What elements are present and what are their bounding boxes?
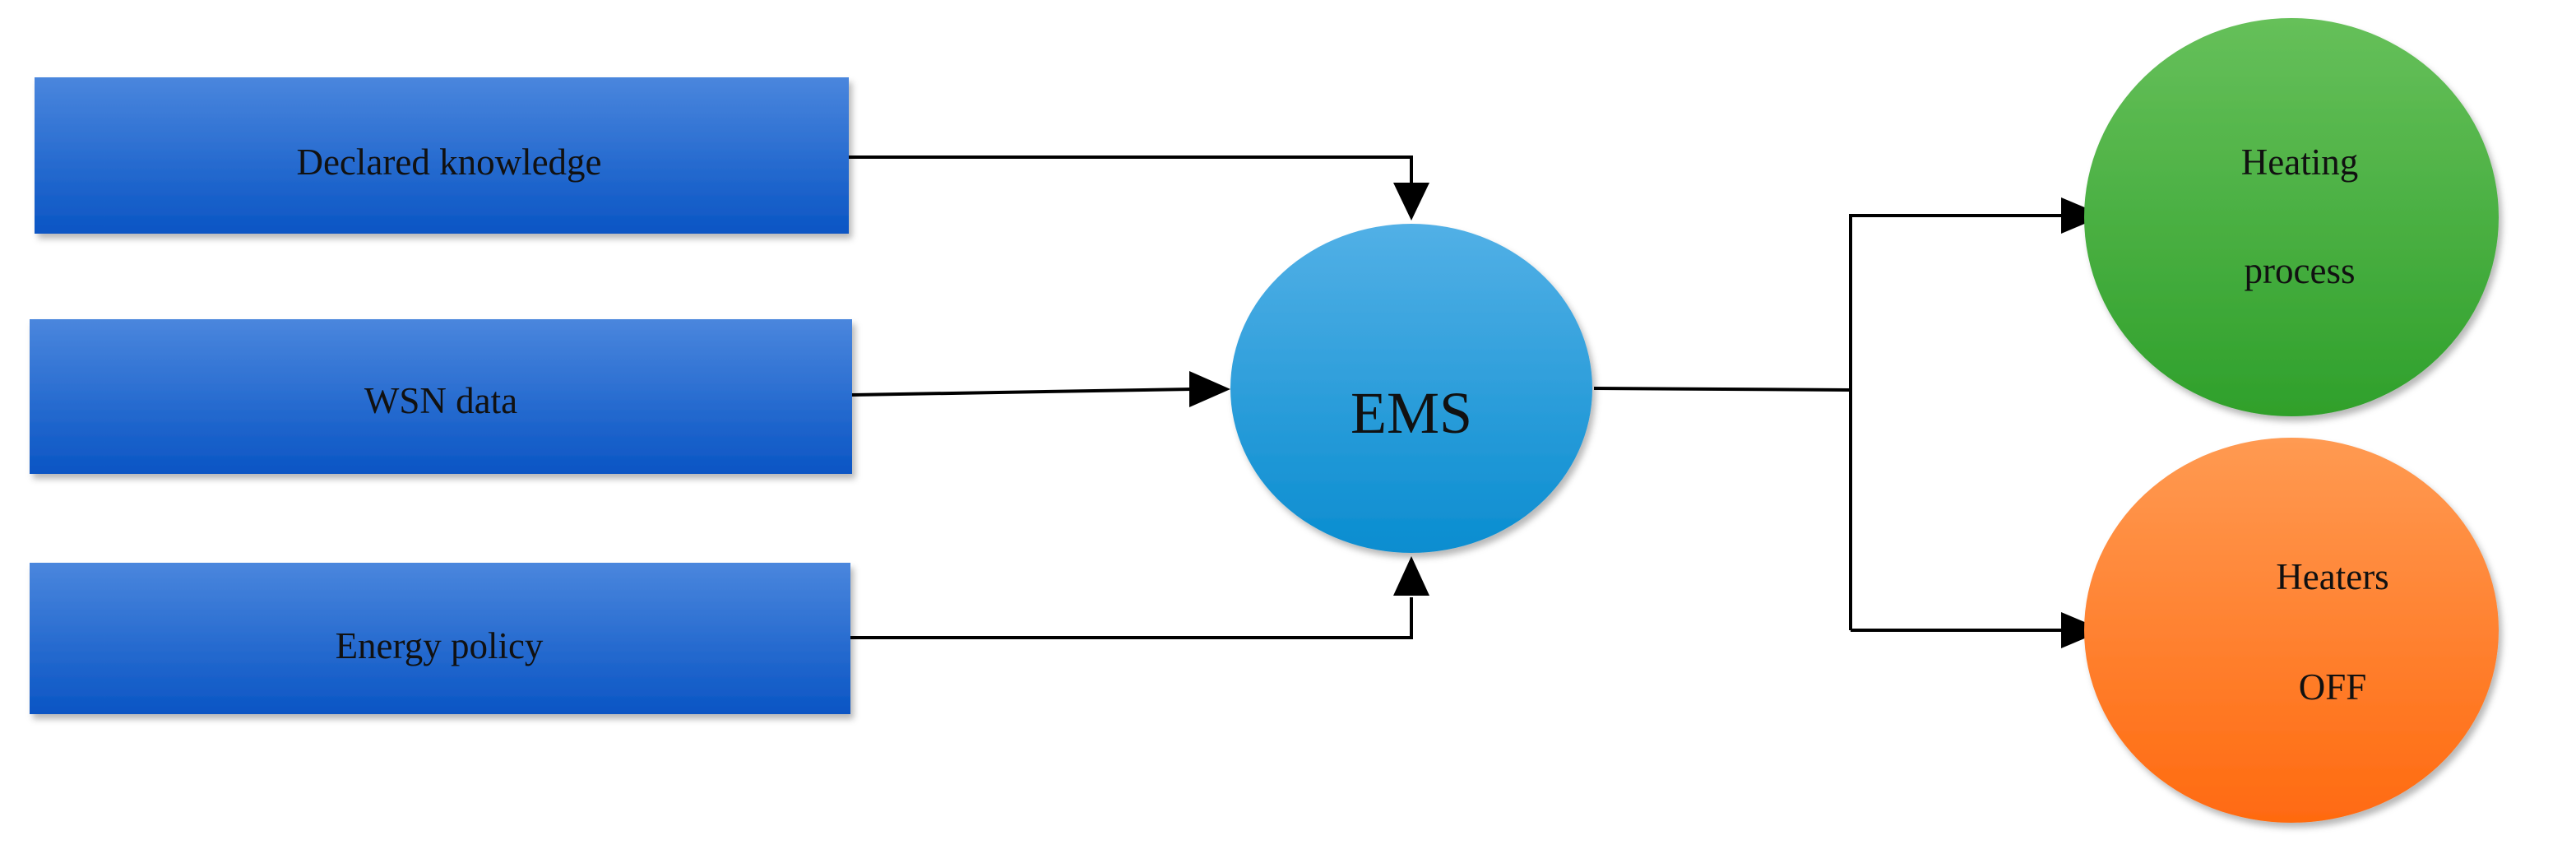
output-label-line1: Heaters — [2276, 556, 2388, 597]
arrow-up-icon — [1393, 556, 1429, 596]
connector-policy-to-ems — [850, 597, 1413, 639]
input-label: Declared knowledge — [296, 142, 601, 183]
input-declared-knowledge: Declared knowledge — [35, 77, 849, 234]
input-label: Energy policy — [336, 625, 544, 666]
arrow-right-icon — [2061, 197, 2104, 234]
ems-label: EMS — [1351, 380, 1472, 446]
input-box — [35, 77, 849, 234]
output-ellipse — [2084, 438, 2499, 823]
arrowheads — [1189, 183, 2104, 648]
input-energy-policy: Energy policy — [30, 563, 850, 714]
input-label: WSN data — [364, 380, 517, 421]
ems-node: EMS — [1230, 224, 1592, 553]
arrow-down-icon — [1393, 183, 1429, 220]
ems-ellipse — [1230, 224, 1592, 553]
connector-split-to-heating — [1849, 214, 2064, 630]
input-box — [30, 563, 850, 714]
connector-declared-to-ems — [847, 155, 1413, 189]
output-heating-process: Heating process — [2084, 18, 2499, 416]
output-label-line2: OFF — [2299, 666, 2367, 708]
arrow-right-icon — [1189, 371, 1230, 407]
connectors — [847, 155, 2064, 639]
input-box — [30, 319, 852, 474]
input-wsn-data: WSN data — [30, 319, 852, 474]
output-heaters-off: Heaters OFF — [2084, 438, 2499, 823]
output-label-line1: Heating — [2241, 142, 2358, 183]
output-label-line2: process — [2245, 250, 2356, 291]
connector-wsn-to-ems — [851, 388, 1193, 397]
connector-ems-to-split — [1593, 387, 1851, 392]
output-ellipse — [2084, 18, 2499, 416]
arrow-right-icon — [2061, 612, 2104, 648]
